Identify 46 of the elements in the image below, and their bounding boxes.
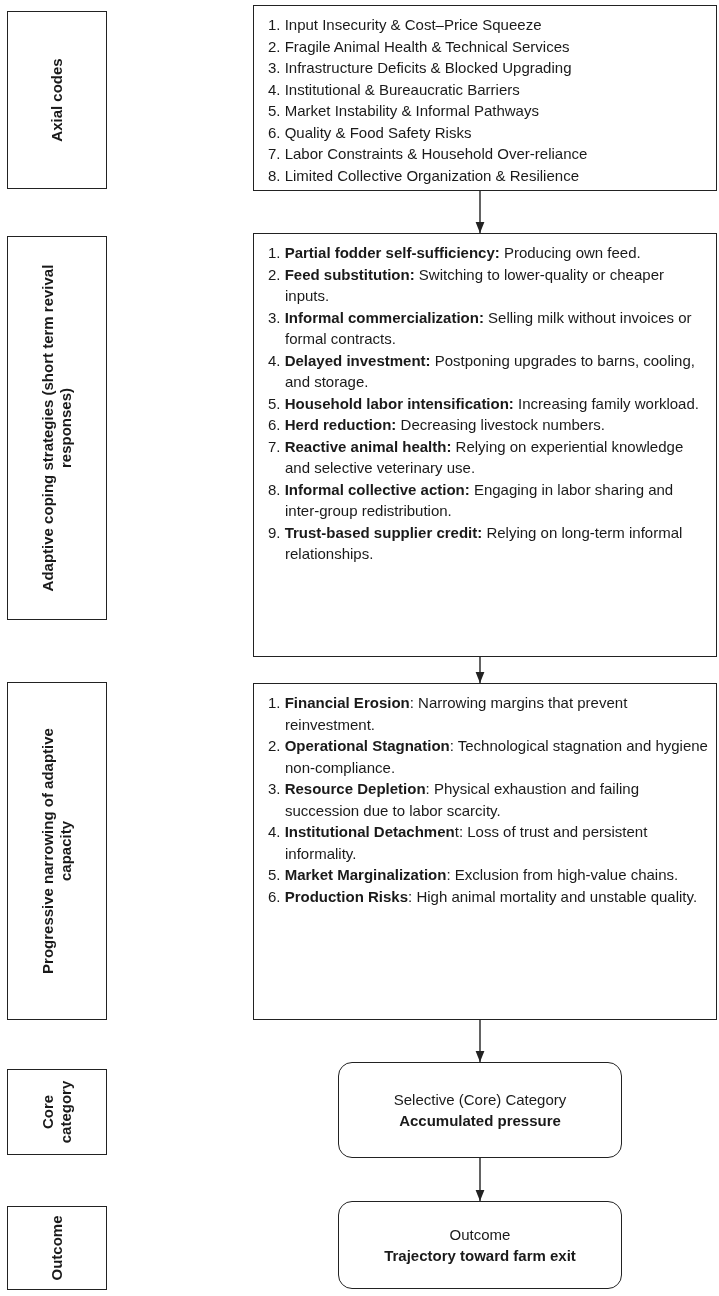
- stage-label: Outcome: [48, 1214, 66, 1283]
- list-item: 7. Labor Constraints & Household Over-reliance: [268, 144, 589, 164]
- list-item: 6. Herd reduction: Decreasing livestock numbers.: [268, 415, 606, 435]
- list-box: [253, 233, 717, 657]
- stage-label-box: [7, 1069, 107, 1155]
- stage-label-box: [7, 1206, 107, 1290]
- box-heading: Accumulated pressure: [399, 1111, 561, 1131]
- list-item: 8. Informal collective action: Engaging in labor sharing and inter-group redistribution.: [268, 479, 675, 521]
- rounded-box: [338, 1062, 622, 1158]
- rounded-box: [338, 1201, 622, 1289]
- list-item: 2. Operational Stagnation: Technological stagnation and hygiene non-compliance.: [268, 736, 708, 778]
- list-item: 3. Resource Depletion: Physical exhaustion and failing succession due to labor scarcity.: [268, 779, 641, 821]
- arrow: [475, 190, 485, 234]
- arrow: [475, 1019, 485, 1063]
- list-item: 1. Input Insecurity & Cost–Price Squeeze: [268, 15, 543, 35]
- stage-label: Progressive narrowing of adaptive capacity: [39, 727, 75, 976]
- list-item: 9. Trust-based supplier credit: Relying on long-term informal relationships.: [268, 522, 684, 564]
- arrow: [475, 656, 485, 684]
- list-box: [253, 683, 717, 1020]
- list-item: 4. Institutional & Bureaucratic Barriers: [268, 79, 521, 100]
- stage-label-box: [7, 11, 107, 189]
- list-item: 2. Feed substitution: Switching to lower-quality or cheaper inputs.: [268, 264, 665, 306]
- stage-label: Adaptive coping strategies (short term revival responses): [39, 263, 75, 593]
- list-item: 3. Informal commercialization: Selling milk without invoices or formal contracts.: [268, 307, 693, 349]
- arrow: [475, 1157, 485, 1202]
- list-item: 2. Fragile Animal Health & Technical Services: [268, 36, 571, 57]
- box-subtitle: Selective (Core) Category: [393, 1090, 567, 1110]
- list-item: 5. Household labor intensification: Increasing family workload.: [268, 393, 700, 414]
- list-item: 4. Institutional Detachment: Loss of trust and persistent informality.: [268, 822, 649, 864]
- list-item: 1. Partial fodder self-sufficiency: Producing own feed.: [268, 243, 642, 263]
- stage-label: Axial codes: [48, 57, 66, 144]
- list-item: 7. Reactive animal health: Relying on experiential knowledge and selective veterinary use.: [268, 436, 685, 478]
- list-item: 4. Delayed investment: Postponing upgrades to barns, cooling, and storage.: [268, 350, 696, 392]
- list-item: 5. Market Marginalization: Exclusion from high-value chains.: [268, 865, 680, 885]
- list-item: 5. Market Instability & Informal Pathways: [268, 101, 540, 121]
- list-item: 6. Production Risks: High animal mortality and unstable quality.: [268, 886, 699, 907]
- list-item: 8. Limited Collective Organization & Resilience: [268, 165, 580, 186]
- box-heading: Trajectory toward farm exit: [384, 1246, 576, 1266]
- list-item: 6. Quality & Food Safety Risks: [268, 122, 473, 143]
- stage-label: Core category: [39, 1079, 75, 1146]
- list-item: 3. Infrastructure Deficits & Blocked Upgrading: [268, 58, 573, 78]
- list-box: [253, 5, 717, 191]
- list-item: 1. Financial Erosion: Narrowing margins that prevent reinvestment.: [268, 693, 629, 735]
- box-subtitle: Outcome: [449, 1225, 511, 1245]
- stage-label-box: [7, 236, 107, 620]
- stage-label-box: [7, 682, 107, 1020]
